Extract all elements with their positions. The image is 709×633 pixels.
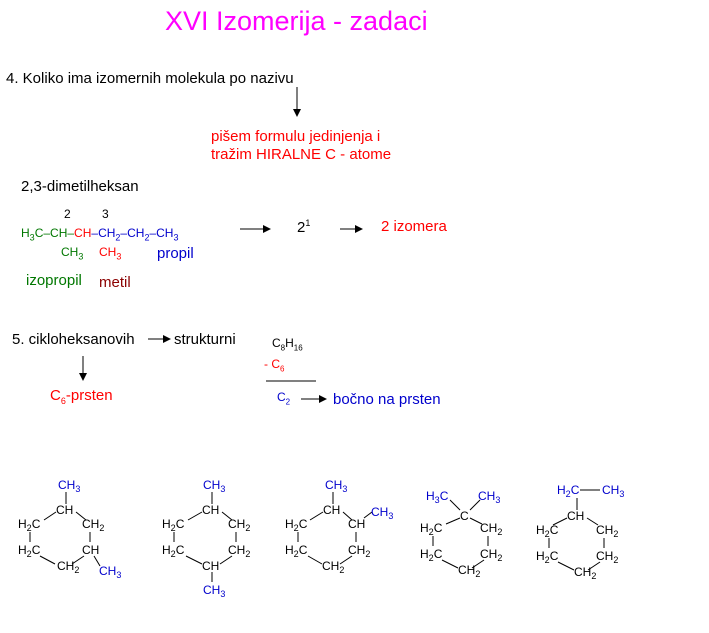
svg-text:CH3: CH3 [58,478,80,494]
structure-5: H2C CH3 CH H2C CH2 H2C CH2 CH2 [536,483,624,581]
page-title: XVI Izomerija - zadaci [165,6,428,36]
minus-c6: - C6 [264,357,285,374]
svg-text:H2C: H2C [162,517,185,533]
svg-text:H2C: H2C [557,483,580,499]
methyl-substituent-2: CH3 [99,245,122,262]
svg-text:CH2: CH2 [596,523,618,539]
svg-text:CH3: CH3 [371,505,393,521]
svg-text:H2C: H2C [18,517,41,533]
structure-4: H3C CH3 C H2C CH2 H2C CH2 CH2 [420,489,502,579]
structure-3: CH3 CH CH3 H2C CH H2C CH2 CH2 [285,478,393,575]
task4-question: 4. Koliko ima izomernih molekula po nazi… [6,70,294,87]
condensed-formula: H3C–CH–CH–CH2–CH2–CH3 [21,226,179,243]
svg-text:CH: CH [323,503,340,517]
svg-text:CH: CH [202,559,219,573]
svg-text:H2C: H2C [18,543,41,559]
compound-name: 2,3-dimetilheksan [21,178,139,195]
svg-text:CH3: CH3 [325,478,347,494]
svg-text:CH3: CH3 [203,583,225,599]
svg-text:CH: CH [82,543,99,557]
svg-text:CH3: CH3 [602,483,624,499]
label-metil: metil [99,274,131,291]
svg-text:CH: CH [56,503,73,517]
svg-text:H2C: H2C [162,543,185,559]
task4-note-line2: tražim HIRALNE C - atome [211,146,392,163]
svg-text:CH2: CH2 [480,547,502,563]
svg-text:CH3: CH3 [99,564,121,580]
svg-text:CH2: CH2 [228,543,250,559]
label-strukturni: strukturni [174,331,236,348]
carbon-number-3: 3 [102,207,109,221]
svg-text:CH2: CH2 [458,563,480,579]
svg-text:CH2: CH2 [322,559,344,575]
svg-text:CH: CH [567,509,584,523]
task4-note-line1: pišem formulu jedinjenja i [211,128,381,145]
label-c6-prsten: C6-prsten [50,387,113,406]
svg-text:CH: CH [202,503,219,517]
carbon-number-2: 2 [64,207,71,221]
svg-text:CH: CH [348,517,365,531]
structure-2: CH3 CH H2C CH2 H2C CH2 CH CH3 [162,478,250,599]
formula-c8h16: C8H16 [272,336,303,353]
label-izopropil: izopropil [26,272,82,289]
svg-text:CH2: CH2 [82,517,104,533]
svg-text:CH3: CH3 [203,478,225,494]
remainder-c2: C2 [277,390,291,407]
svg-text:CH2: CH2 [480,521,502,537]
methyl-substituent-1: CH3 [61,245,84,262]
svg-text:CH2: CH2 [228,517,250,533]
label-propil: propil [157,245,194,262]
svg-text:CH2: CH2 [348,543,370,559]
svg-text:H2C: H2C [420,521,443,537]
svg-text:C: C [460,509,469,523]
svg-text:H2C: H2C [536,549,559,565]
label-bocno: bočno na prsten [333,391,441,408]
svg-text:CH3: CH3 [478,489,500,505]
svg-text:H2C: H2C [420,547,443,563]
svg-text:H3C: H3C [426,489,449,505]
task5-question: 5. cikloheksanovih [12,331,135,348]
svg-text:CH2: CH2 [57,559,79,575]
power-expression: 21 [297,218,311,236]
svg-text:H2C: H2C [285,543,308,559]
svg-text:H2C: H2C [536,523,559,539]
result-isomers: 2 izomera [381,218,447,235]
svg-text:CH2: CH2 [596,549,618,565]
svg-text:H2C: H2C [285,517,308,533]
structure-1: CH3 CH H2C CH2 H2C CH CH2 CH3 [18,478,121,580]
svg-text:CH2: CH2 [574,565,596,581]
